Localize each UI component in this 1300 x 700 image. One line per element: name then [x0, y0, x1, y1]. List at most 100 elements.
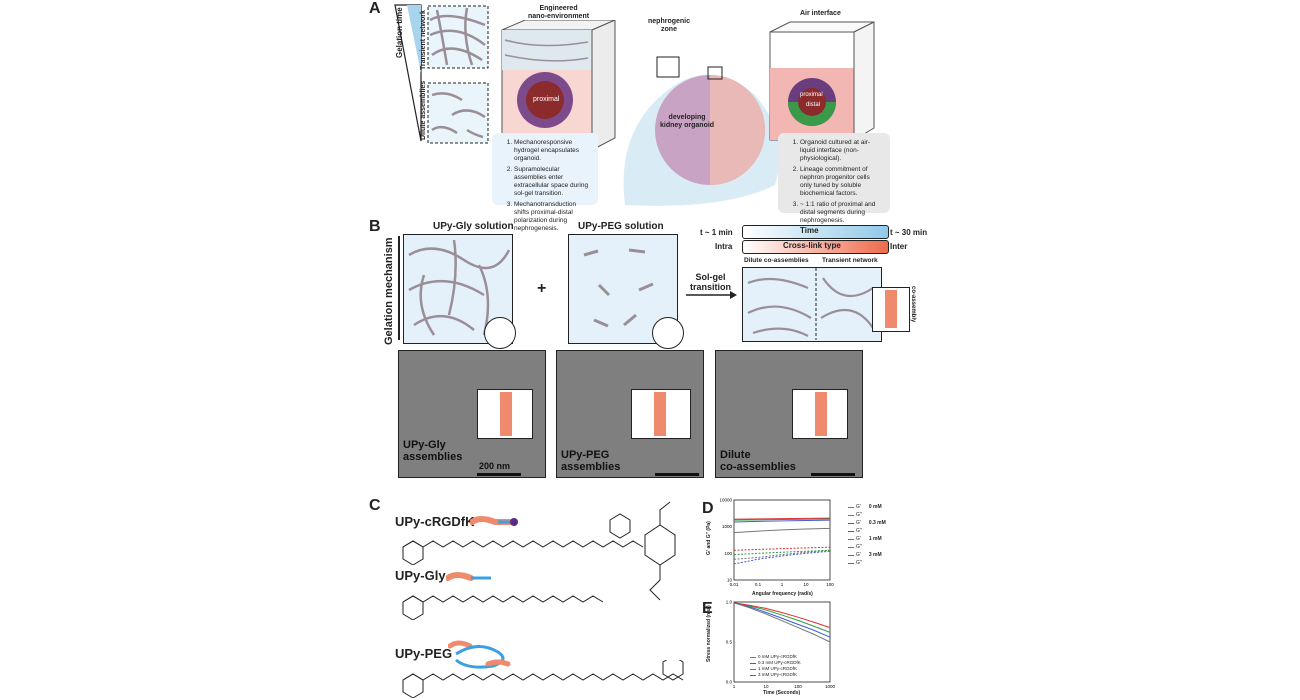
compound-name-peg: UPy-PEG — [395, 646, 453, 661]
air-interface-label: Air interface — [800, 10, 841, 17]
nano-environment-cube — [501, 20, 616, 151]
cyclic-peptide-structure — [609, 501, 676, 601]
note-right-2: Lineage commitment of nephron progenitor… — [800, 166, 882, 198]
e-series-line — [733, 602, 831, 629]
kidney-organoid — [623, 56, 780, 206]
dilute-assemblies-label: Dilute assemblies — [420, 80, 427, 140]
e-xtick: 1 — [733, 684, 736, 689]
peg-molecule-zoom — [652, 317, 684, 349]
nephrogenic-label: nephrogenic zone — [648, 18, 691, 33]
d-series-line — [733, 527, 831, 534]
panel-d-label: D — [702, 500, 714, 517]
em-peg-inset — [631, 389, 691, 439]
d-ytick: 10000 — [719, 498, 732, 503]
panel-b-label: B — [369, 218, 381, 235]
panel-a-label: A — [369, 0, 381, 17]
e-ytick: 0.5 — [726, 640, 733, 645]
d-legend-item: G'' — [848, 512, 898, 518]
distal-label: distal — [806, 102, 821, 108]
d-series-line — [733, 518, 831, 521]
panel-c-label: C — [369, 497, 381, 514]
notes-left: Mechanoresponsive hydrogel encapsulates … — [492, 133, 598, 232]
gly-solution-box — [403, 234, 513, 344]
d-legend-item: G'3 mM — [848, 552, 898, 558]
scale-bar — [477, 473, 521, 476]
e-xtick: 1000 — [825, 684, 836, 689]
transient-label: Transient network — [822, 257, 878, 264]
note-left-2: Supramolecular assemblies enter extracel… — [514, 166, 590, 198]
engineered-label: Engineered nano-environment — [528, 5, 590, 20]
coassembly-box — [742, 267, 882, 342]
proximal-label-left: proximal — [533, 96, 560, 103]
note-left-3: Mechanotransduction shifts proximal-dist… — [514, 201, 590, 233]
t1-label: t ~ 1 min — [700, 228, 733, 237]
d-xtick: 10 — [803, 582, 809, 587]
e-ytick: 0.0 — [726, 680, 733, 685]
d-xtick: 100 — [826, 582, 834, 587]
d-series-line — [733, 549, 831, 560]
organoid-label: developing kidney organoid — [660, 114, 715, 129]
mechanism-bar — [398, 236, 400, 340]
d-legend-item: G'0 mM — [848, 504, 898, 510]
e-legend-item: 0 mM UPy-cRGDfK — [750, 654, 830, 660]
peg-structure — [402, 660, 684, 698]
transient-network-label: Transient network — [420, 10, 427, 70]
e-xtick: 10 — [763, 684, 769, 689]
gelation-time-wedge — [394, 4, 422, 142]
e-legend-item: 0.3 mM UPy-cRGDfK — [750, 660, 830, 666]
em-co-inset — [792, 389, 848, 439]
e-legend-item: 3 mM UPy-cRGDfK — [750, 672, 830, 678]
d-series-line — [733, 519, 831, 523]
d-legend-item: G'' — [848, 528, 898, 534]
note-right-3: ~ 1:1 ratio of proximal and distal segme… — [800, 201, 882, 225]
d-ylabel: G' and G'' (Pa) — [706, 521, 712, 555]
compound-name-crgdfk: UPy-cRGDfK — [395, 514, 475, 529]
d-ytick: 10 — [727, 578, 733, 583]
e-ytick: 1.0 — [726, 600, 733, 605]
d-series-line — [733, 546, 831, 551]
time-bar — [742, 225, 889, 239]
em-gly-inset — [477, 389, 533, 439]
d-ytick: 100 — [724, 551, 732, 556]
e-series-line — [733, 602, 831, 643]
em-co-image: Dilute co-assemblies — [715, 350, 863, 478]
crosslink-bar — [742, 240, 889, 254]
fiber-insets — [427, 5, 489, 144]
gelation-time-label: Gelation time — [395, 7, 404, 58]
intra-label: Intra — [715, 242, 733, 251]
proximal-label-right: proximal — [800, 92, 823, 98]
d-series-line — [733, 550, 831, 565]
plus-sign: + — [537, 280, 547, 297]
d-legend-item: G'' — [848, 544, 898, 550]
gelation-mechanism-label: Gelation mechanism — [383, 237, 395, 345]
e-xtick: 100 — [794, 684, 802, 689]
em-peg-image: UPy-PEG assemblies — [556, 350, 704, 478]
solgel-label: Sol-gel transition — [690, 272, 732, 292]
d-legend-item: G'1 mM — [848, 536, 898, 542]
d-legend-item: G'0.3 mM — [848, 520, 898, 526]
scale-label: 200 nm — [479, 461, 511, 471]
e-legend-item: 1 mM UPy-cRGDfK — [750, 666, 830, 672]
solgel-arrow — [686, 291, 737, 299]
e-xlabel: Time (Seconds) — [763, 690, 801, 696]
scale-bar-2 — [655, 473, 699, 476]
crosslink-label: Cross-link type — [783, 241, 841, 250]
gly-cartoon — [446, 572, 491, 581]
coassembly-label: co-assembly — [910, 286, 916, 323]
em-peg-caption: UPy-PEG assemblies — [561, 449, 621, 473]
em-gly-image: UPy-Gly assemblies 200 nm — [398, 350, 546, 478]
e-series-line — [733, 602, 831, 633]
em-co-caption: Dilute co-assemblies — [720, 449, 796, 473]
gly-structure — [402, 595, 604, 620]
peg-cartoon — [448, 640, 511, 669]
compound-name-gly: UPy-Gly — [395, 568, 446, 583]
d-ytick: 1000 — [722, 524, 733, 529]
d-series-line — [733, 517, 831, 520]
chart-e: 1 10 100 1000 0.0 0.5 1.0 — [726, 600, 836, 690]
coassembly-zoom — [872, 287, 910, 332]
note-right-1: Organoid cultured at air-liquid interfac… — [800, 139, 882, 163]
notes-right: Organoid cultured at air-liquid interfac… — [778, 133, 890, 224]
